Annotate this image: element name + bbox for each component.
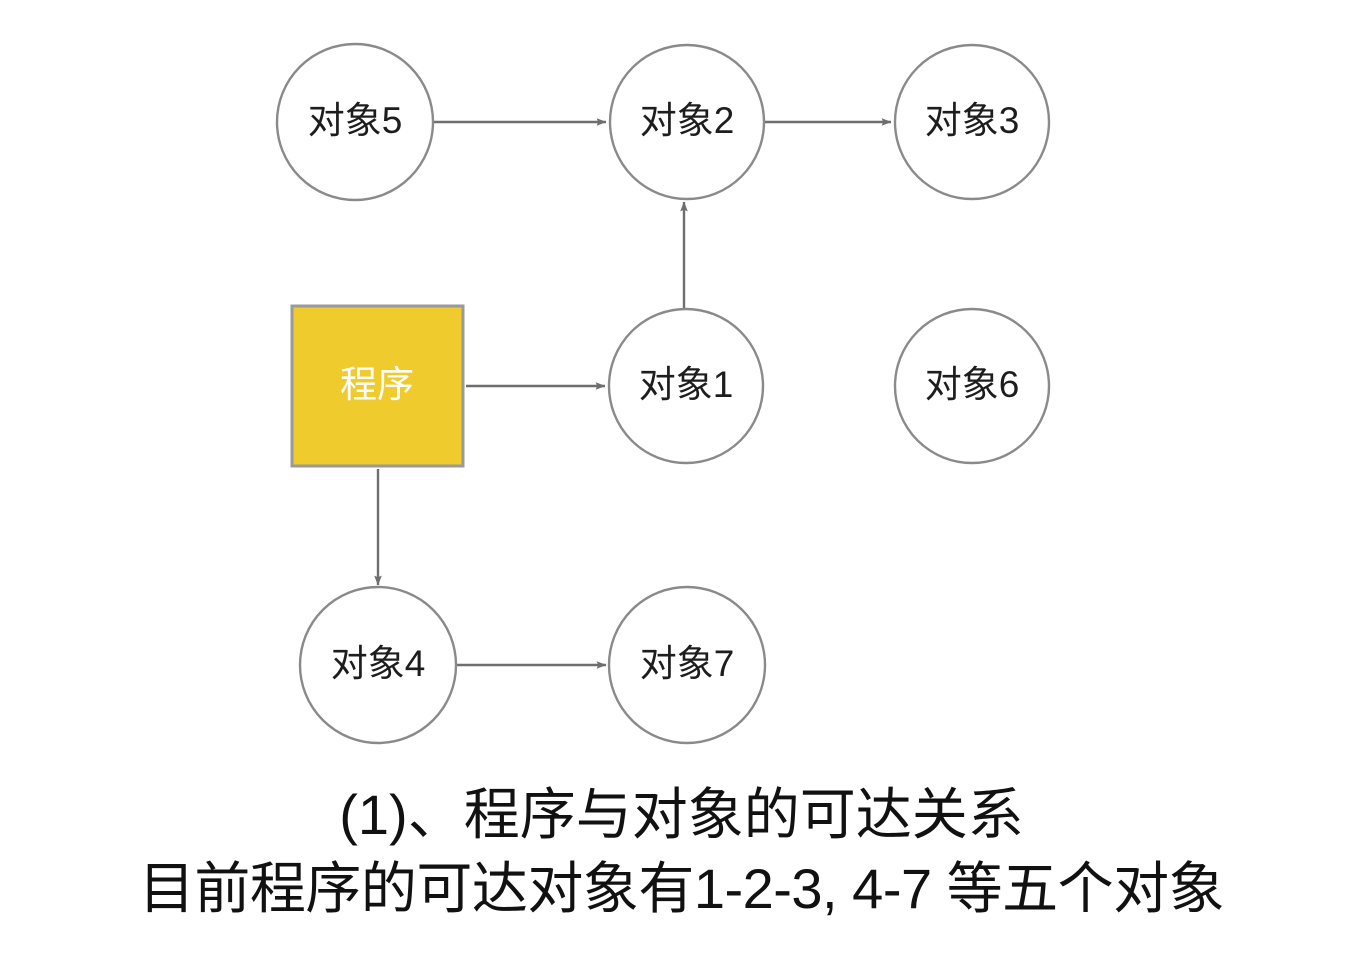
node-obj7[interactable]: 对象7 xyxy=(607,585,767,745)
edge-layer xyxy=(374,118,892,669)
obj7-circle[interactable] xyxy=(607,585,767,745)
node-obj3[interactable]: 对象3 xyxy=(893,43,1051,201)
node-obj2[interactable]: 对象2 xyxy=(608,43,766,201)
node-obj4[interactable]: 对象4 xyxy=(298,585,458,745)
node-obj5[interactable]: 对象5 xyxy=(275,42,435,202)
obj7-label: 对象7 xyxy=(640,643,735,684)
obj5-label: 对象5 xyxy=(308,100,403,141)
obj4-circle[interactable] xyxy=(298,585,458,745)
obj3-circle[interactable] xyxy=(893,43,1051,201)
obj1-circle[interactable] xyxy=(607,307,765,465)
node-obj1[interactable]: 对象1 xyxy=(607,307,765,465)
obj1-label: 对象1 xyxy=(639,364,734,405)
obj5-circle[interactable] xyxy=(275,42,435,202)
obj2-label: 对象2 xyxy=(640,100,735,141)
program-box[interactable] xyxy=(290,304,465,468)
obj3-label: 对象3 xyxy=(925,100,1020,141)
node-program[interactable]: 程序 xyxy=(290,304,465,468)
node-obj6[interactable]: 对象6 xyxy=(893,307,1051,465)
obj6-circle[interactable] xyxy=(893,307,1051,465)
caption-detail: 目前程序的可达对象有1-2-3, 4-7 等五个对象 xyxy=(138,857,1225,920)
caption-title: (1)、程序与对象的可达关系 xyxy=(339,783,1024,846)
program-label: 程序 xyxy=(340,364,414,405)
obj4-label: 对象4 xyxy=(331,643,426,684)
obj2-circle[interactable] xyxy=(608,43,766,201)
node-layer: 程序 对象5 对象2 对象3 对象1 对象6 xyxy=(275,42,1051,745)
obj6-label: 对象6 xyxy=(925,364,1020,405)
